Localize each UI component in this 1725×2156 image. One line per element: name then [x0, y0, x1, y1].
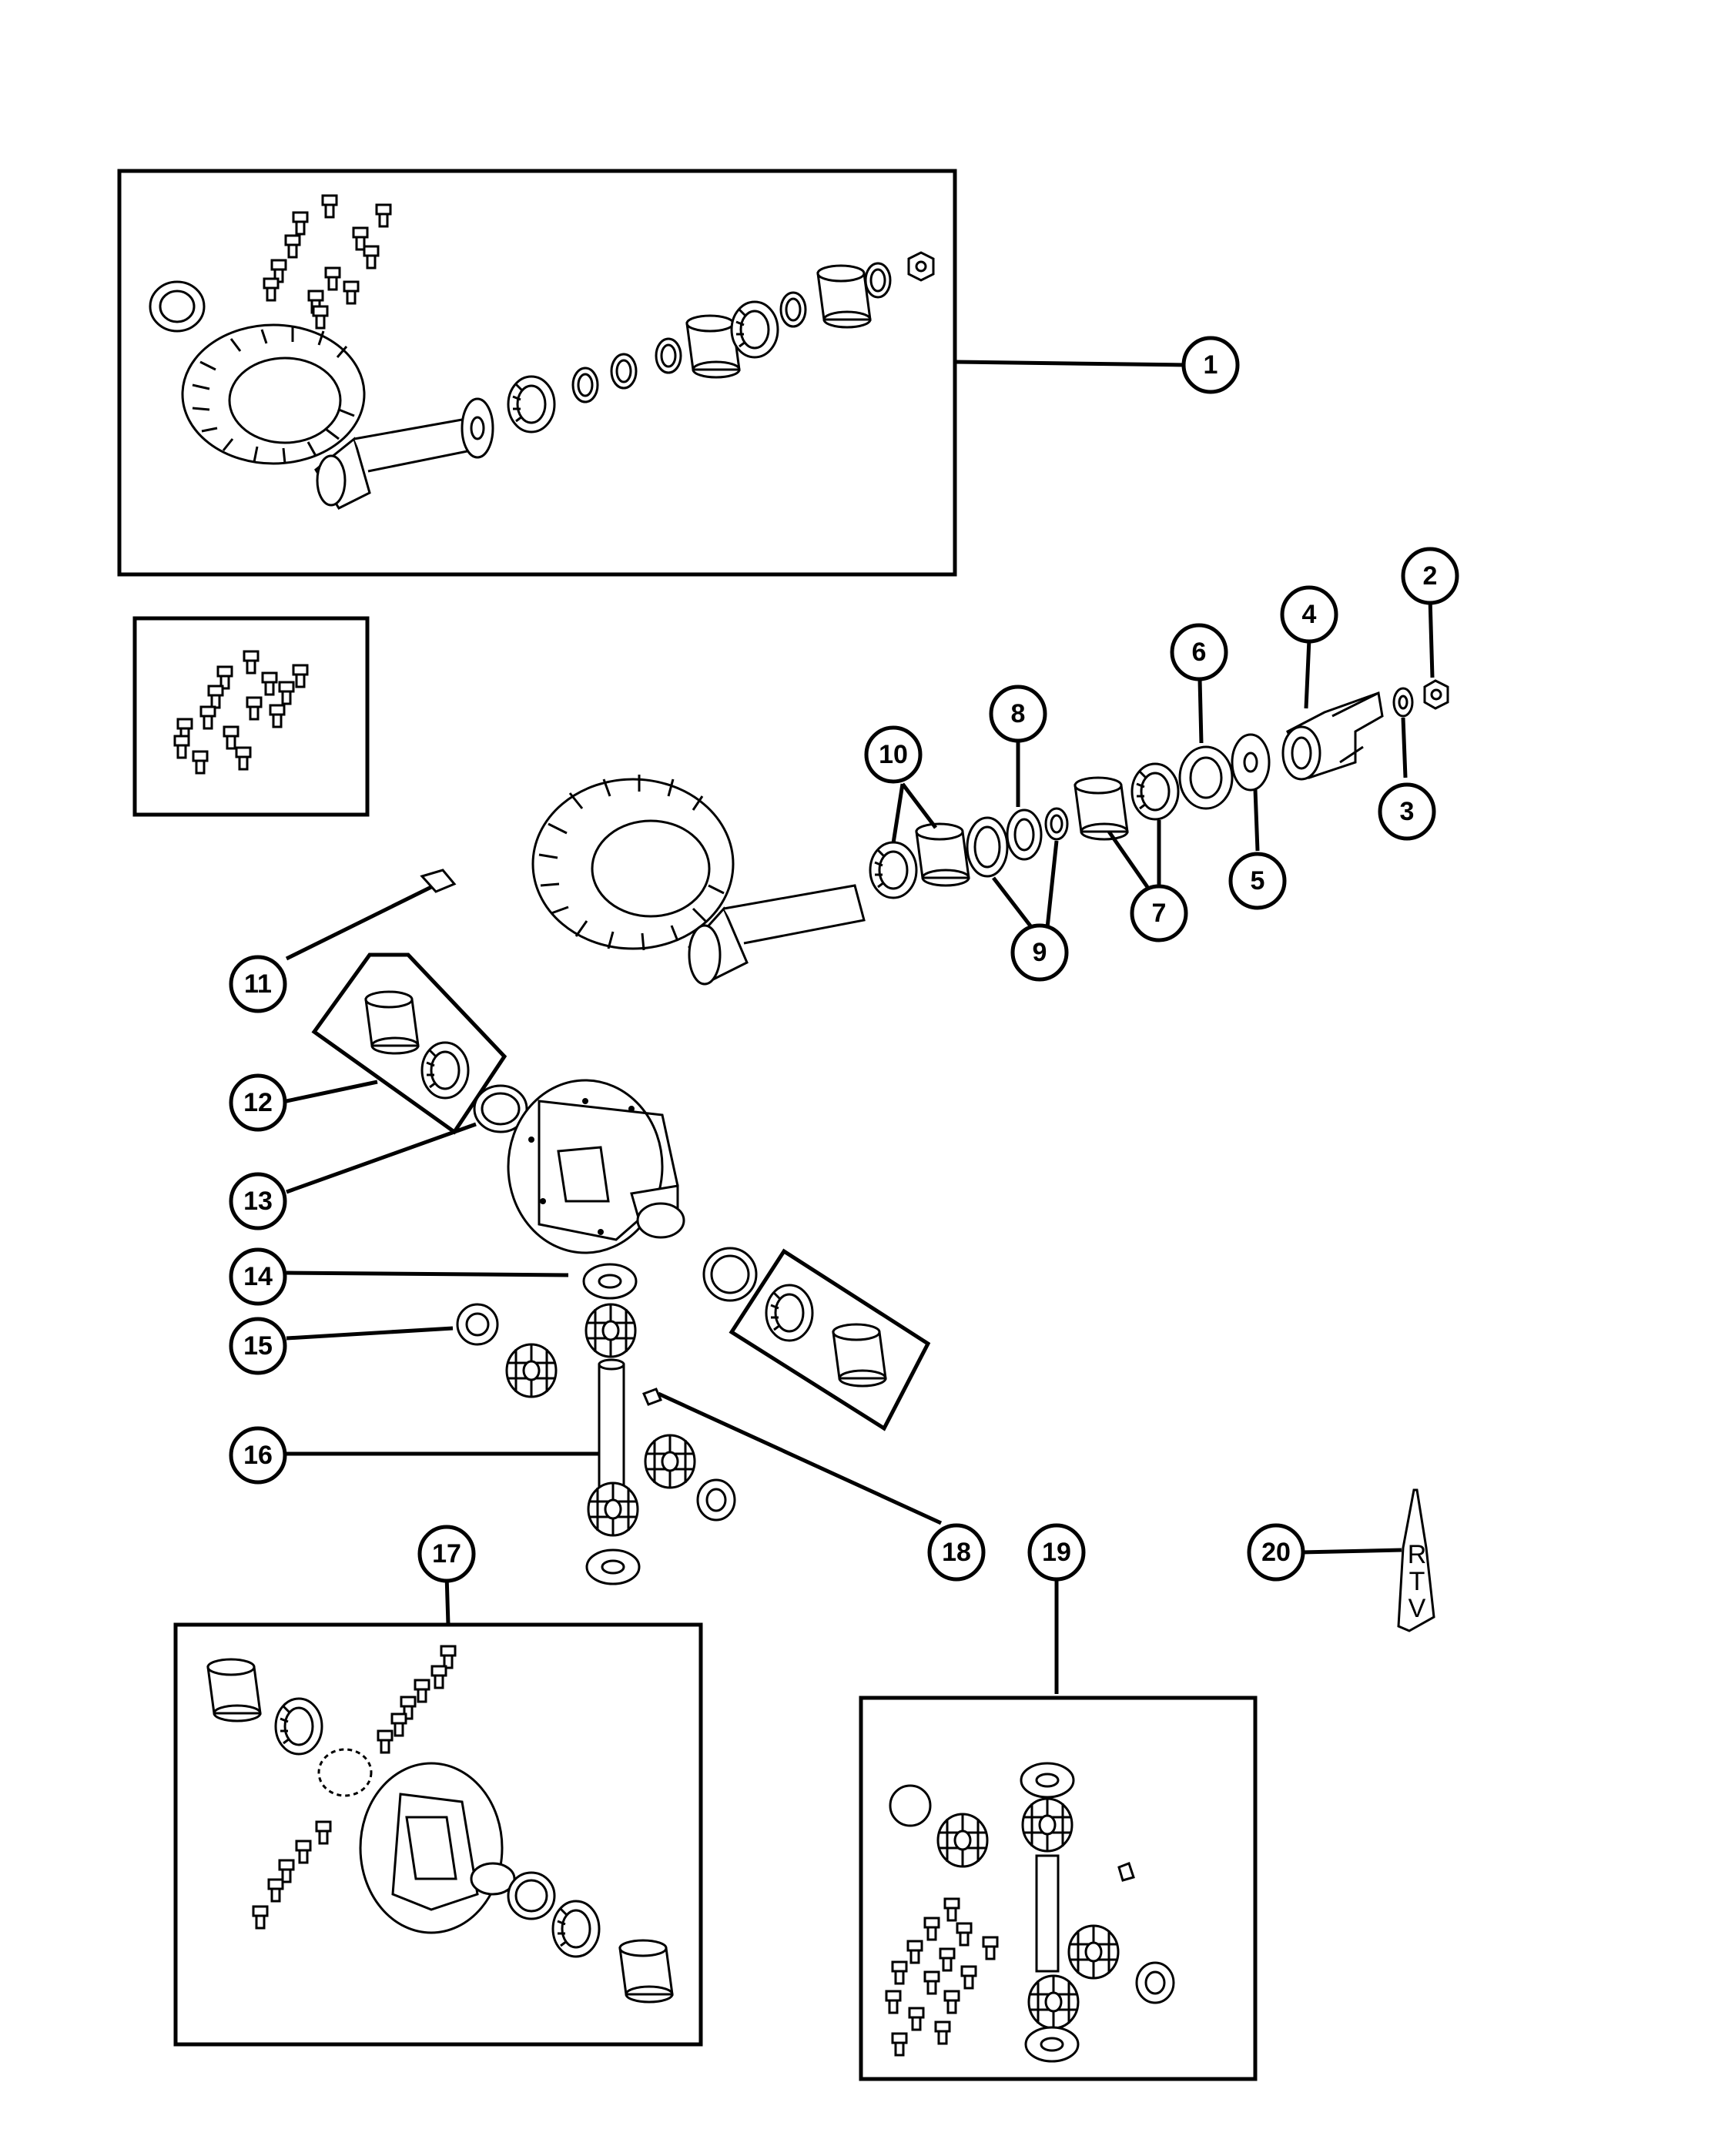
svg-text:3: 3: [1400, 797, 1415, 826]
svg-text:20: 20: [1261, 1538, 1291, 1567]
kit-shim: [149, 280, 206, 333]
svg-text:5: 5: [1251, 866, 1265, 896]
callout-16: 16: [229, 1426, 287, 1485]
svg-text:14: 14: [243, 1262, 273, 1291]
callout-1-leader: [954, 360, 1187, 367]
bolt-set-box: [132, 616, 370, 817]
kit-pinion-gear: [314, 418, 473, 510]
svg-text:18: 18: [942, 1538, 971, 1567]
rtv-letter-v: V: [1408, 1594, 1426, 1623]
svg-text:6: 6: [1192, 638, 1207, 667]
pinion-gear: [688, 884, 866, 986]
svg-text:7: 7: [1152, 899, 1167, 928]
callout-12: 12: [229, 1073, 287, 1132]
callout-7: 7: [1130, 884, 1188, 942]
rtv-sealant-tube: R T V: [1397, 1488, 1435, 1632]
shims-9: [966, 807, 1069, 878]
bearing-7: [1130, 762, 1180, 821]
rtv-letter-t: T: [1409, 1567, 1425, 1596]
callout-13: 13: [229, 1172, 287, 1230]
washer-3: [1392, 687, 1414, 718]
side-gear-right: [644, 1434, 696, 1489]
leader-lines: [285, 597, 1435, 1694]
pinion-mate-top: [584, 1303, 637, 1358]
svg-text:15: 15: [243, 1331, 273, 1361]
case-assembly-kit-box: [173, 1622, 703, 2047]
svg-text:10: 10: [879, 740, 908, 769]
side-gear-left: [505, 1343, 558, 1398]
callout-2: 2: [1401, 547, 1459, 605]
callout-18: 18: [927, 1523, 986, 1582]
slinger-5: [1231, 733, 1271, 792]
callout-8: 8: [989, 685, 1047, 743]
kit-washer-pinion: [461, 397, 494, 459]
differential-case: [507, 1079, 685, 1254]
callout-4: 4: [1280, 585, 1338, 644]
svg-text:13: 13: [243, 1187, 273, 1216]
svg-text:17: 17: [432, 1539, 461, 1568]
svg-text:4: 4: [1302, 600, 1317, 629]
pinion-mate-bottom: [587, 1481, 639, 1537]
callout-15: 15: [229, 1317, 287, 1375]
svg-text:9: 9: [1033, 938, 1047, 967]
callout-11: 11: [229, 955, 287, 1013]
pinion-shaft-16: [598, 1358, 625, 1489]
nut-2: [1423, 679, 1449, 710]
side-gear-thrust-washer-15: [456, 1303, 499, 1346]
callout-1: 1: [1181, 336, 1240, 394]
bearing-cup-7: [1074, 776, 1129, 841]
callout-6: 6: [1170, 623, 1228, 681]
svg-text:1: 1: [1204, 350, 1218, 380]
roll-pin-18: [642, 1388, 662, 1406]
callout-20: 20: [1247, 1523, 1305, 1582]
svg-text:12: 12: [243, 1088, 273, 1117]
callout-19: 19: [1027, 1523, 1086, 1582]
callout-14: 14: [229, 1247, 287, 1306]
carrier-bearing-kit-right: [702, 1247, 931, 1431]
pinion-bearing-10: [869, 822, 970, 899]
kit-nut: [907, 251, 935, 282]
svg-text:8: 8: [1011, 699, 1026, 728]
callout-10: 10: [864, 725, 923, 784]
callout-5: 5: [1228, 852, 1287, 910]
thrust-washer-14: [582, 1263, 638, 1300]
svg-text:16: 16: [243, 1441, 273, 1470]
svg-text:2: 2: [1423, 561, 1438, 591]
side-gear-right-washer: [696, 1478, 736, 1522]
ring-pinion-kit-box: [117, 169, 957, 577]
callout-3: 3: [1378, 782, 1436, 841]
kit-ring-gear: [181, 323, 366, 465]
gear-kit-box: [859, 1696, 1258, 2081]
pin-11: [420, 869, 457, 893]
thrust-washer-bottom: [585, 1548, 641, 1585]
kit-bolts-group: [263, 194, 392, 330]
seal-6: [1178, 745, 1234, 810]
rtv-letter-r: R: [1408, 1540, 1427, 1569]
callout-9: 9: [1010, 923, 1069, 982]
svg-text:11: 11: [244, 969, 272, 999]
ring-gear: [531, 775, 735, 951]
yoke-4: [1281, 691, 1384, 781]
svg-text:19: 19: [1042, 1538, 1071, 1567]
callout-17: 17: [417, 1525, 476, 1583]
